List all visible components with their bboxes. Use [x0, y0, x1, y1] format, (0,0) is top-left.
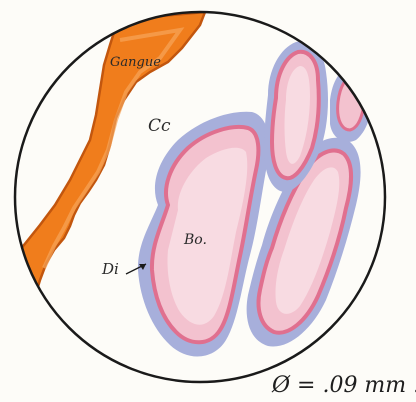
label-di: Di — [101, 260, 119, 278]
scale-annotation: Ø = .09 mm . — [271, 373, 416, 398]
label-bo: Bo. — [183, 232, 207, 248]
label-cc: Cc — [148, 116, 171, 136]
label-gangue: Gangue — [110, 55, 161, 70]
